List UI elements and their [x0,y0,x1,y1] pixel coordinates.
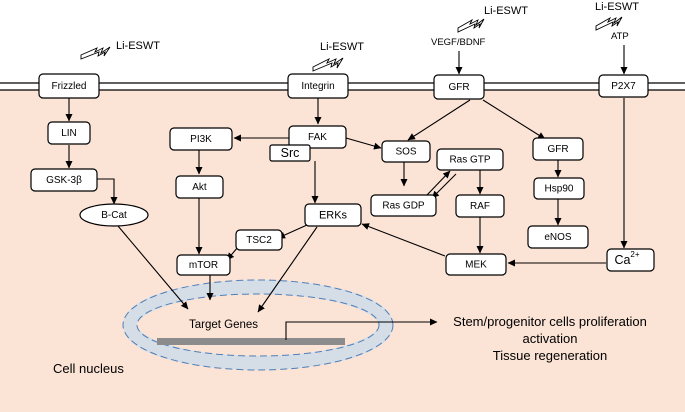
node-sos-label: SOS [395,147,416,158]
node-pi3k-label: PI3K [190,134,212,145]
nucleus-inner-dash [136,293,380,357]
target-genes-label: Target Genes [189,319,258,331]
node-fak: FAK [288,125,347,149]
stimulus-label-integrin: Li-ESWT [320,41,364,53]
receptor-gfr: GFR [433,74,485,100]
outcome-line-2: activation [523,331,578,346]
node-gsk3b-label: GSK-3β [46,175,82,186]
arrow-erks-tsc2 [277,224,308,239]
arrow-rasgtp-rasgdp [431,173,457,199]
receptor-p2x7-label: P2X7 [611,81,636,92]
arrows [65,45,628,340]
receptor-gfr-label: GFR [448,82,469,93]
node-ras-gdp-label: Ras GDP [382,201,425,212]
lightning-icon-gfr [457,18,485,33]
node-raf: RAF [455,194,505,218]
arrow-gfr-sos [407,99,471,141]
dna-bar [157,338,345,345]
node-erks: ERKs [304,203,362,227]
node-src-label: Src [281,146,300,160]
node-gfr-secondary-label: GFR [547,144,568,155]
node-akt: Akt [175,175,224,199]
node-raf-label: RAF [470,201,490,212]
node-akt-label: Akt [192,182,207,193]
calcium-symbol: Ca [614,253,630,267]
node-mek-label: MEK [465,260,487,271]
stimulus-label-p2x7: Li-ESWT [595,1,639,13]
node-mek: MEK [445,253,507,276]
node-tsc2: TSC2 [235,229,283,251]
calcium-charge: 2+ [630,250,639,259]
receptor-frizzled: Frizzled [38,73,100,99]
receptor-frizzled-label: Frizzled [51,81,86,92]
lightning-icon-frizzled [80,46,111,60]
receptor-p2x7: P2X7 [598,74,649,98]
node-mtor: mTOR [176,254,231,276]
outcome-line-3: Tissue regeneration [493,348,607,363]
node-src: Src [269,144,311,162]
lightning-icon-p2x7 [595,16,623,31]
node-gfr-secondary: GFR [532,137,584,161]
nucleus-outer-dash [122,279,394,371]
node-calcium: Ca2+ [606,248,655,272]
node-ras-gdp: Ras GDP [370,194,437,217]
receptor-integrin-label: Integrin [301,81,334,92]
outcome-line-1: Stem/progenitor cells proliferation [453,314,647,329]
node-hsp90: Hsp90 [533,177,585,200]
node-ras-gtp: Ras GTP [436,148,504,171]
node-sos: SOS [381,140,431,163]
arrow-bcat-target [117,225,189,310]
receptor-integrin: Integrin [287,73,349,99]
node-gsk3b: GSK-3β [30,168,98,192]
node-fak-label: FAK [308,132,327,143]
node-mtor-label: mTOR [189,260,218,271]
node-calcium-label: Ca2+ [614,250,639,267]
node-lin-label: LIN [61,128,77,139]
arrow-fak-sos [345,137,382,150]
arrow-gfr-gfr2 [482,99,546,140]
arrow-erks-target [257,226,318,313]
node-enos-label: eNOS [544,232,572,243]
node-pi3k: PI3K [169,127,233,151]
stimulus-label-frizzled: Li-ESWT [116,40,160,52]
stimulus-label-gfr: Li-ESWT [484,5,528,17]
node-enos: eNOS [527,225,589,249]
nucleus-ring [123,280,393,370]
lightning-icon-integrin [312,57,344,72]
node-erks-label: ERKs [319,209,348,221]
arrow-rasgdp-rasgtp [426,170,451,196]
arrow-genes-outcome [285,318,438,340]
node-bcat-label: B-Cat [101,210,127,221]
node-bcat: B-Cat [79,203,149,227]
node-lin: LIN [47,121,91,145]
ligand-vegf-bdnf: VEGF/BDNF [431,37,486,48]
arrow-gsk-bcat [97,178,118,205]
node-hsp90-label: Hsp90 [545,184,574,195]
cell-nucleus-label: Cell nucleus [53,361,124,376]
node-tsc2-label: TSC2 [246,235,272,246]
node-ras-gtp-label: Ras GTP [449,155,490,166]
ligand-atp: ATP [611,31,629,42]
arrow-mek-erks [361,223,446,257]
